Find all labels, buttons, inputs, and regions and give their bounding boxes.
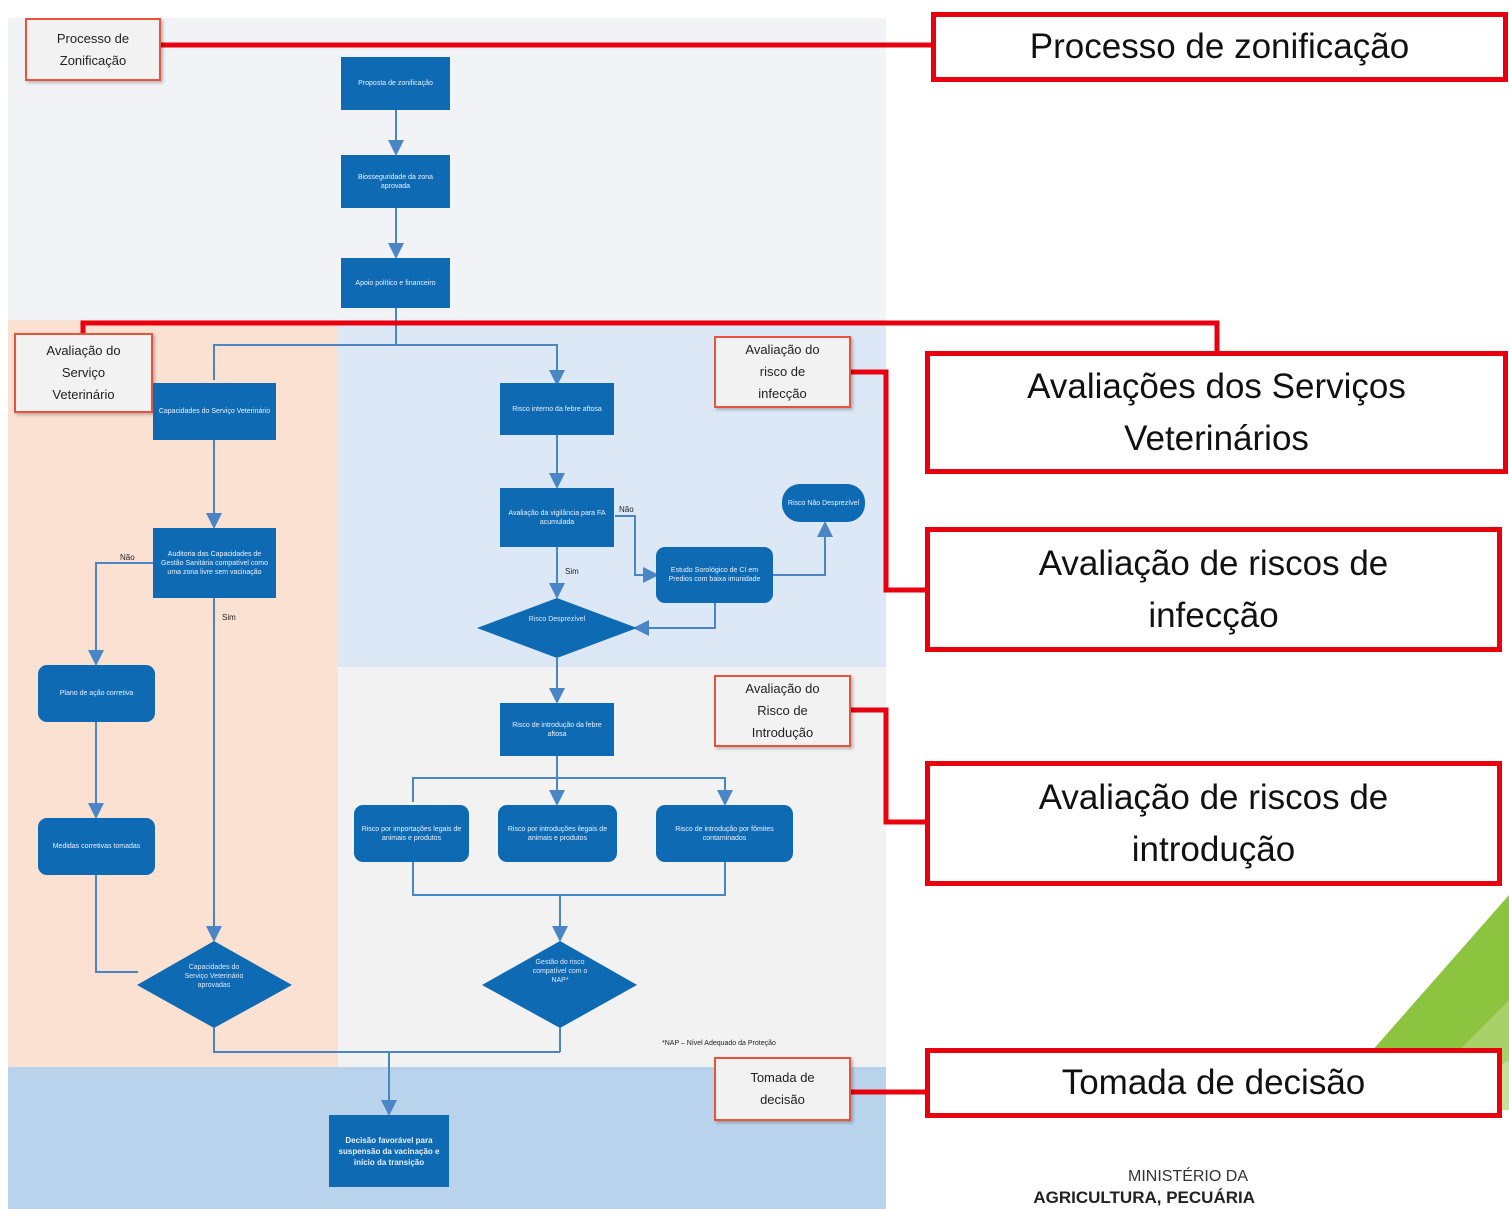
callout-infection: Avaliação de riscos de infecção xyxy=(925,527,1502,652)
zoning-tag: Processo de Zonificação xyxy=(25,18,161,81)
node-imp-legais: Risco por importações legais de animais … xyxy=(354,805,469,862)
edge-label-sim-auditoria: Sim xyxy=(222,613,236,622)
ministry-line1: MINISTÉRIO DA xyxy=(1127,1168,1248,1185)
node-estudo: Estudo Sorológico de CI em Predios com b… xyxy=(656,547,773,603)
introduction-tag: Avaliação do Risco de Introdução xyxy=(714,675,851,747)
node-fomites: Risco de introdução por fômites contamin… xyxy=(656,805,793,862)
node-auditoria: Auditoria das Capacidades de Gestão Sani… xyxy=(153,528,276,598)
callout-decision: Tomada de decisão xyxy=(925,1048,1502,1118)
vet-tag: Avaliação do Serviço Veterinário xyxy=(14,333,153,413)
node-nao-desprezivel: Risco Não Desprezível xyxy=(782,484,865,522)
edge-label-sim-vigilancia: Sim xyxy=(565,567,579,576)
diamond-desprezivel xyxy=(477,598,637,658)
label-desprezivel: Risco Desprezível xyxy=(528,616,586,623)
footnote: *NAP – Nível Adequado da Proteção xyxy=(662,1040,776,1047)
ministry-line2: AGRICULTURA, PECUÁRIA xyxy=(1033,1188,1255,1207)
node-proposta: Proposta de zonificação xyxy=(341,57,450,110)
edge-label-nao-vigilancia: Não xyxy=(619,505,634,514)
node-capacidades: Capacidades do Serviço Veterinário xyxy=(153,383,276,440)
label-cap-aprovadas: Capacidades do Serviço Veterinário aprov… xyxy=(184,964,244,989)
node-int-ilegais: Risco por introduções ilegais de animais… xyxy=(498,805,617,862)
diamond-cap-aprovadas xyxy=(137,941,292,1028)
label-gestao: Gestão do risco compatível com o NAP* xyxy=(532,959,588,984)
infection-tag: Avaliação do risco de infecção xyxy=(714,336,851,408)
edge-label-nao-auditoria: Não xyxy=(120,553,135,562)
callout-introduction: Avaliação de riscos de introdução xyxy=(925,761,1502,886)
node-plano: Plano de ação corretiva xyxy=(38,665,155,722)
node-vigilancia: Avaliação da vigilância para FA acumulad… xyxy=(500,488,614,547)
callout-zoning: Processo de zonificação xyxy=(931,12,1508,82)
diamond-gestao xyxy=(482,941,637,1028)
decision-tag: Tomada de decisão xyxy=(714,1057,851,1121)
node-risco-interno: Risco interno da febre aftosa xyxy=(500,383,614,435)
node-introducao: Risco de introdução da febre aftosa xyxy=(500,703,614,756)
node-decisao: Decisão favorável para suspensão da vaci… xyxy=(329,1115,449,1187)
node-biosseguridade: Biosseguridade da zona aprovada xyxy=(341,155,450,208)
node-medidas: Medidas corretivas tomadas xyxy=(38,818,155,875)
node-apoio: Apoio político e financeiro xyxy=(341,258,450,308)
callout-vet: Avaliações dos Serviços Veterinários xyxy=(925,351,1508,474)
